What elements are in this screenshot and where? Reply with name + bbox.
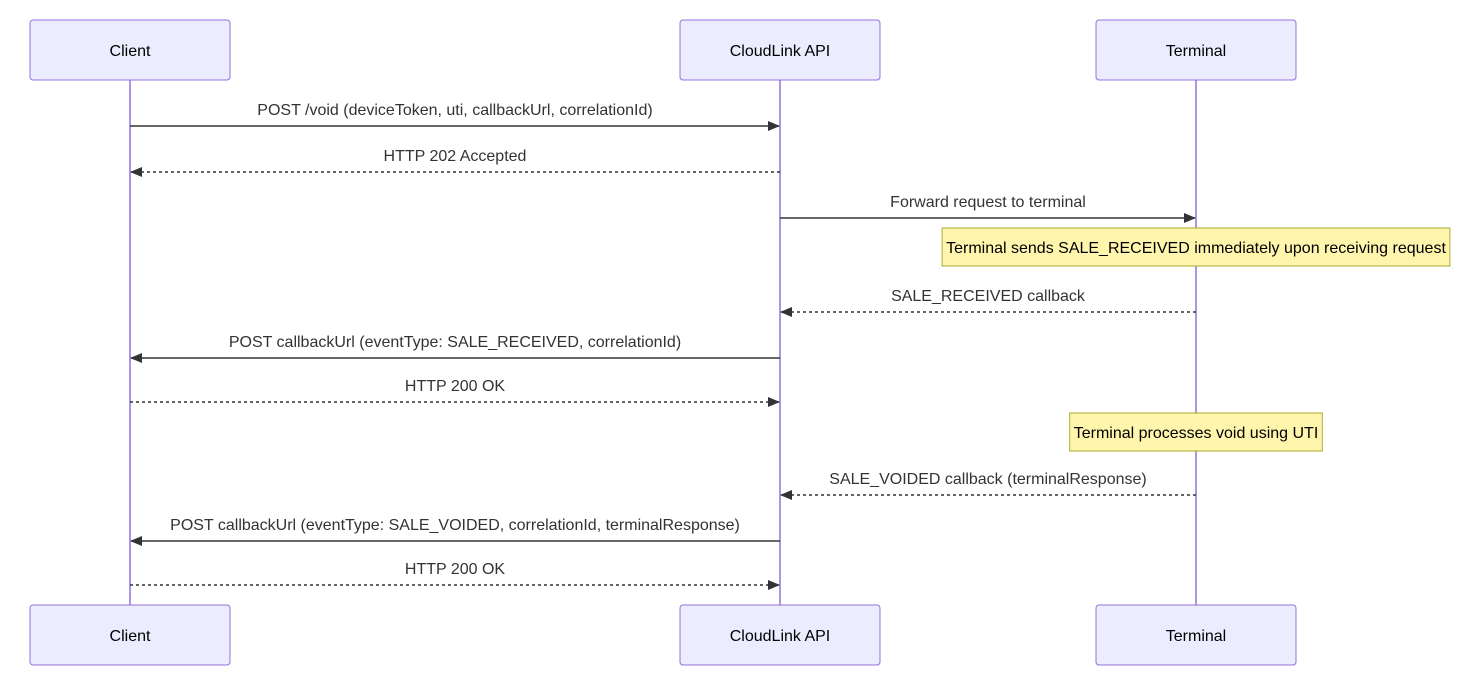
- message-forward-request-to-terminal: Forward request to terminal: [780, 194, 1196, 223]
- note: Terminal processes void using UTI: [1069, 412, 1323, 452]
- actor-box: [679, 19, 881, 81]
- actor-label: CloudLink API: [730, 43, 831, 60]
- actor-box: [1095, 19, 1297, 81]
- message-label: Forward request to terminal: [890, 194, 1086, 211]
- message-label: POST callbackUrl (eventType: SALE_VOIDED…: [170, 517, 740, 534]
- actor-box: [29, 19, 231, 81]
- message-sale-voided-callback-terminalresponse: SALE_VOIDED callback (terminalResponse): [780, 471, 1196, 500]
- actor-box: [679, 604, 881, 666]
- note: Terminal sends SALE_RECEIVED immediately…: [941, 227, 1451, 267]
- actor-terminal-bottom: Terminal: [1095, 604, 1297, 666]
- message-sale-received-callback: SALE_RECEIVED callback: [780, 288, 1196, 317]
- actor-box: [29, 604, 231, 666]
- note-text: Terminal processes void using UTI: [1074, 425, 1319, 442]
- actor-label: CloudLink API: [730, 628, 831, 645]
- message-label: SALE_VOIDED callback (terminalResponse): [829, 471, 1146, 488]
- message-label: HTTP 200 OK: [405, 561, 506, 578]
- message-http-202-accepted: HTTP 202 Accepted: [130, 148, 780, 177]
- actor-terminal-top: Terminal: [1095, 19, 1297, 81]
- message-label: HTTP 200 OK: [405, 378, 506, 395]
- message-label: SALE_RECEIVED callback: [891, 288, 1086, 305]
- message-label: POST /void (deviceToken, uti, callbackUr…: [257, 102, 652, 119]
- messages: POST /void (deviceToken, uti, callbackUr…: [130, 102, 1196, 590]
- note-text: Terminal sends SALE_RECEIVED immediately…: [946, 240, 1446, 257]
- actor-label: Client: [110, 43, 151, 60]
- message-post-callbackurl-eventtype-sale-received-correlationid: POST callbackUrl (eventType: SALE_RECEIV…: [130, 334, 780, 363]
- actor-client-bottom: Client: [29, 604, 231, 666]
- actor-label: Terminal: [1166, 628, 1226, 645]
- actor-api-bottom: CloudLink API: [679, 604, 881, 666]
- notes: Terminal sends SALE_RECEIVED immediately…: [941, 227, 1451, 452]
- message-http-200-ok: HTTP 200 OK: [130, 378, 780, 407]
- message-post-void-devicetoken-uti-callbackurl-correlationid: POST /void (deviceToken, uti, callbackUr…: [130, 102, 780, 131]
- actor-label: Terminal: [1166, 43, 1226, 60]
- message-post-callbackurl-eventtype-sale-voided-correlationid-terminalresponse: POST callbackUrl (eventType: SALE_VOIDED…: [130, 517, 780, 546]
- actor-box: [1095, 604, 1297, 666]
- message-label: POST callbackUrl (eventType: SALE_RECEIV…: [229, 334, 681, 351]
- message-http-200-ok: HTTP 200 OK: [130, 561, 780, 590]
- message-label: HTTP 202 Accepted: [384, 148, 527, 165]
- actor-label: Client: [110, 628, 151, 645]
- note-box: [941, 227, 1451, 267]
- note-box: [1069, 412, 1323, 452]
- actor-api-top: CloudLink API: [679, 19, 881, 81]
- actor-client-top: Client: [29, 19, 231, 81]
